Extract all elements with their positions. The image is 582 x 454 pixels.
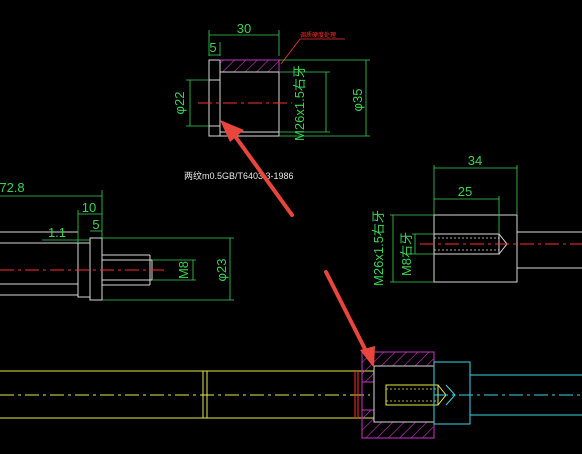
thread-label-right-inner: M8右牙 — [399, 232, 414, 276]
dim-top-outer-dia: φ35 — [350, 89, 365, 112]
thread-label-left: M8 — [176, 261, 191, 279]
top-part-section: 30 5 调质硬度处理 φ22 M26x1.5右牙 φ35 两纹m0.5GB/T… — [172, 21, 370, 181]
thread-label-top: M26x1.5右牙 — [292, 65, 307, 141]
dim-top-width: 30 — [237, 21, 251, 36]
dim-left-10: 10 — [82, 200, 96, 215]
dim-right-34: 34 — [468, 153, 482, 168]
arrow-down-right-icon — [324, 270, 375, 368]
dim-left-1-1: 1.1 — [48, 225, 66, 240]
red-note: 调质硬度处理 — [300, 31, 336, 39]
tolerance-note: 两纹m0.5GB/T6403.3-1986 — [184, 170, 294, 181]
left-part-section: 72.8 10 5 1.1 M8 φ23 — [0, 180, 234, 301]
right-part-section: 34 25 M26x1.5右牙 M8右牙 — [371, 153, 582, 286]
dim-left-5: 5 — [92, 217, 99, 232]
dim-top-inner-dia: φ22 — [172, 92, 187, 115]
dim-left-dia: φ23 — [214, 259, 229, 282]
top-part-hatch-top — [219, 59, 280, 73]
dim-right-25: 25 — [458, 184, 472, 199]
thread-label-right-outer: M26x1.5右牙 — [371, 210, 386, 286]
dim-top-chamfer: 5 — [209, 40, 216, 55]
bottom-assembly — [0, 351, 582, 439]
dim-left-overall: 72.8 — [0, 180, 25, 195]
arrow-up-left-icon — [220, 120, 294, 217]
